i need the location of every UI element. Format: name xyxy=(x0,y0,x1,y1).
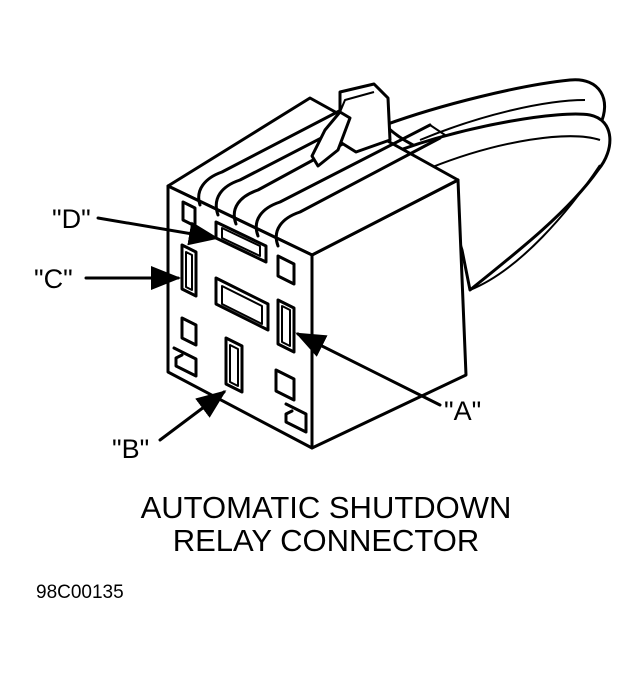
caption-line-1: AUTOMATIC SHUTDOWN xyxy=(141,490,512,525)
callout-b-label: "B" xyxy=(112,434,149,464)
arrow-b xyxy=(158,390,227,442)
callout-arrows xyxy=(84,216,442,442)
wire-bundle xyxy=(383,78,612,292)
figure-code: 98C00135 xyxy=(36,582,124,603)
arrow-a xyxy=(295,332,442,407)
callout-c-label: "C" xyxy=(34,264,73,294)
connector-housing xyxy=(166,82,468,450)
callout-d-label: "D" xyxy=(52,204,91,234)
caption-line-2: RELAY CONNECTOR xyxy=(173,523,480,558)
callout-a-label: "A" xyxy=(444,396,481,426)
arrow-d xyxy=(96,216,219,246)
